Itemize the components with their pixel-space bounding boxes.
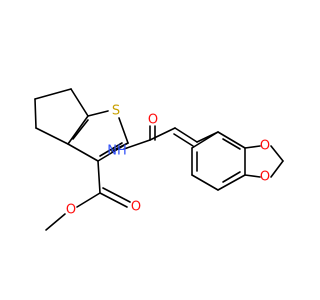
background [0,0,300,300]
bond-camide-calpha [149,127,176,141]
bond-ar4-ar5 [191,174,219,191]
dioxole-oxygen-top-label: O [260,139,270,154]
bond-ccarbonyl-o-double-b [102,187,131,203]
bond-c2-c3 [70,88,89,117]
bond-c3-s [87,110,109,117]
sulfur-atom-label: S [112,104,120,119]
bond-ar3-ar4 [217,174,246,191]
bond-ar1-ar2 [217,131,246,149]
dioxole-oxygen-bottom-label: O [260,170,270,185]
bond-c3b-c5 [67,143,99,162]
bond-ar1-ar2-inner [222,138,241,150]
bond-c3b-ccarbonyl [97,160,101,194]
bond-c5-c3a [67,115,89,145]
bond-ar6-ar1 [191,131,219,149]
bond-ar3-o5 [244,174,261,178]
nitrogen-atom-label: NH [107,144,127,159]
bond-c1-c2 [34,88,72,100]
bond-ccarbonyl-oester [76,192,101,208]
bond-n-camide [123,139,151,150]
bond-ar3-ar4-inner [222,171,241,183]
bond-oester-methyl [45,213,66,231]
bond-ch2-o5 [270,160,284,178]
bond-c7a-n [111,142,129,152]
molecule-canvas: S NH O O O O O [0,0,300,300]
bond-c5-c3a-inner [72,119,89,140]
bond-ccarbonyl-o-double-a [99,192,128,208]
bond-c1-c6 [34,98,37,129]
bond-s-c7a [118,117,129,144]
bond-calpha-cbeta-b [173,133,194,147]
bond-c7a-c3b-inner [99,142,123,157]
molecule-structure: S NH O O O O O [0,0,300,300]
amide-oxygen-label: O [148,113,158,128]
ester-oxygen-label: O [66,203,76,218]
bond-o4-ch2 [270,145,284,162]
bond-calpha-cbeta-a [174,127,198,143]
carbonyl-oxygen-label: O [131,200,141,215]
bond-c6-c5 [35,127,69,145]
bond-ar2-o4 [244,145,261,149]
